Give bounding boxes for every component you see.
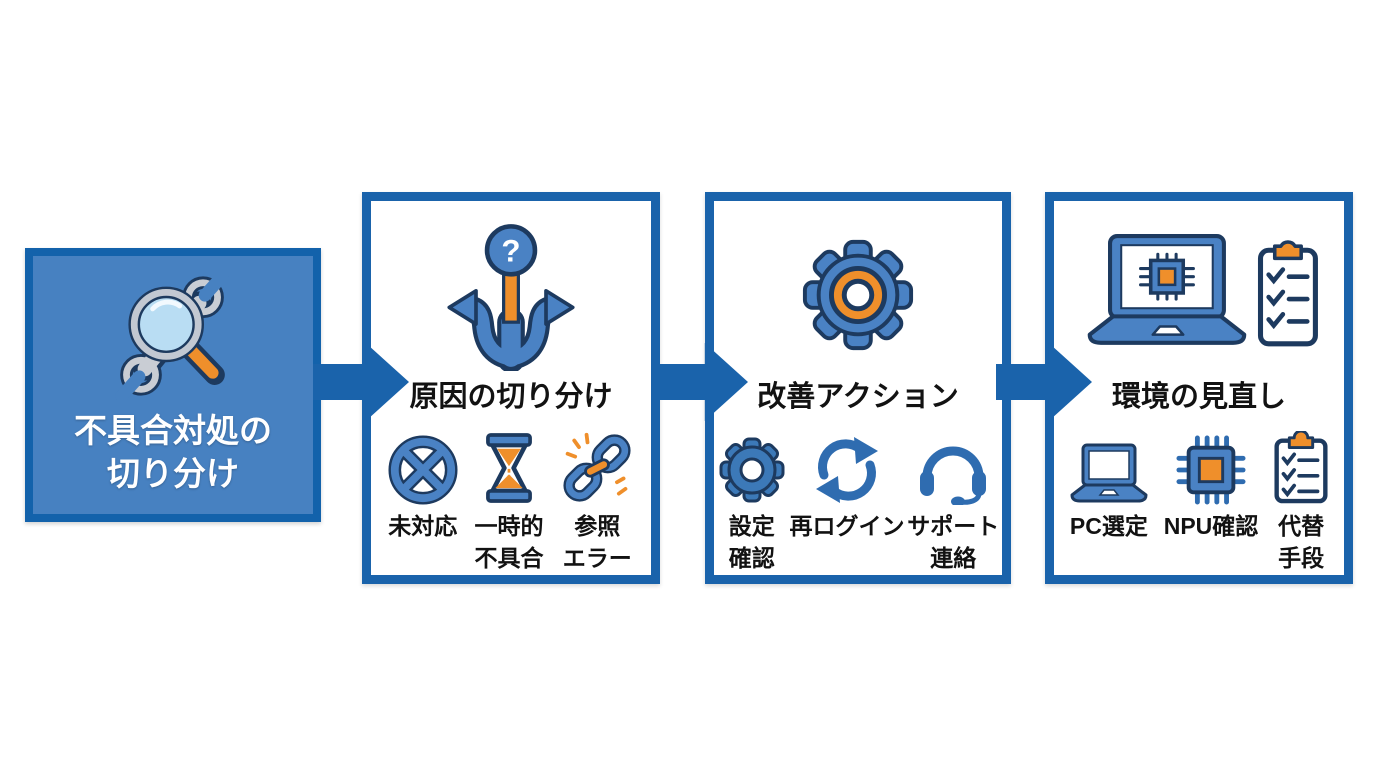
broken-link-icon <box>563 432 631 502</box>
step-title: 原因の切り分け <box>409 381 613 413</box>
sub-item-check-settings: 設定 確認 <box>717 429 787 574</box>
sub-item-label: PC選定 <box>1069 513 1148 539</box>
svg-text:?: ? <box>501 233 520 268</box>
sub-item-label: 設定 確認 <box>728 513 775 571</box>
sub-item-relogin: 再ログイン <box>790 429 905 543</box>
npu-chip-icon <box>1176 435 1246 505</box>
gear-icon <box>802 239 914 351</box>
magnifier-wrench-icon <box>115 274 229 401</box>
step-box-environment-review: 環境の見直し PC選定 <box>1045 192 1353 584</box>
sub-item-temporary-glitch: 一時的 不具合 <box>475 429 544 574</box>
step-title: 改善アクション <box>757 381 959 413</box>
start-box: 不具合対処の 切り分け <box>25 248 321 522</box>
sub-item-alternative-means: 代替 手段 <box>1272 429 1330 574</box>
sub-item-label: 一時的 不具合 <box>474 513 544 571</box>
step-box-cause-isolation: ? 原因の切り分け 未対応 <box>362 192 660 584</box>
sub-item-label: NPU確認 <box>1163 513 1259 539</box>
sub-item-contact-support: サポート 連絡 <box>907 429 999 574</box>
laptop-icon <box>1070 443 1148 503</box>
branch-decision-icon: ? <box>447 224 575 371</box>
headset-icon <box>920 446 987 505</box>
laptop-chip-clipboard-icon <box>1087 234 1318 347</box>
sub-item-label: 代替 手段 <box>1278 513 1325 571</box>
sub-item-label: サポート 連絡 <box>907 513 1000 571</box>
hourglass-icon <box>486 433 532 503</box>
sub-item-unhandled: 未対応 <box>388 429 458 543</box>
sub-item-label: 未対応 <box>388 513 458 539</box>
refresh-icon <box>816 437 878 503</box>
sub-item-reference-error: 参照 エラー <box>560 429 634 574</box>
blocked-circle-icon <box>388 435 458 505</box>
sub-item-pc-selection: PC選定 <box>1068 429 1150 543</box>
start-box-title: 不具合対処の 切り分け <box>74 412 272 492</box>
settings-gear-icon <box>719 437 785 503</box>
step-box-improvement-actions: 改善アクション 設定 確認 <box>705 192 1011 584</box>
sub-item-label: 参照 エラー <box>562 513 632 571</box>
sub-item-label: 再ログイン <box>789 513 905 539</box>
sub-item-npu-check: NPU確認 <box>1163 429 1259 543</box>
clipboard-checklist-icon <box>1274 431 1328 504</box>
step-title: 環境の見直し <box>1111 381 1286 413</box>
